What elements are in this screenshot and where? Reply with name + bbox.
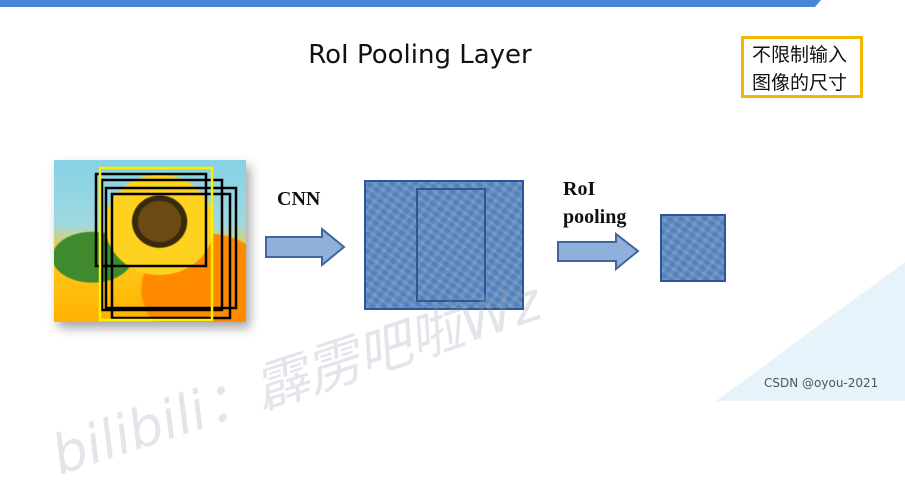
pooled-feature-map [660, 214, 726, 282]
roi-label-line-1: RoI [563, 178, 596, 200]
feature-map-roi [416, 188, 486, 302]
top-accent-bar [0, 0, 815, 7]
note-box: 不限制输入 图像的尺寸 [741, 36, 863, 98]
top-accent-bar-tail [815, 0, 821, 7]
proposal-box-2 [100, 178, 224, 312]
roi-label-line-2: pooling [563, 206, 627, 228]
cnn-arrow-icon [265, 227, 346, 268]
proposal-box-3 [104, 186, 238, 310]
cnn-label: CNN [277, 188, 321, 210]
roi-pooling-arrow-icon [557, 232, 640, 272]
note-line-1: 不限制输入 [752, 44, 848, 66]
selected-proposal-box [98, 166, 214, 322]
csdn-credit: CSDN @oyou-2021 [764, 376, 879, 390]
input-image [54, 160, 246, 322]
proposal-boxes [94, 166, 238, 322]
roi-pooling-label: RoI pooling [563, 175, 626, 231]
note-line-2: 图像的尺寸 [752, 72, 848, 94]
proposal-box-1 [94, 172, 208, 268]
proposal-box-4 [110, 192, 232, 320]
slide-title: RoI Pooling Layer [308, 40, 532, 70]
background-triangle [716, 262, 905, 401]
feature-map [364, 180, 524, 310]
